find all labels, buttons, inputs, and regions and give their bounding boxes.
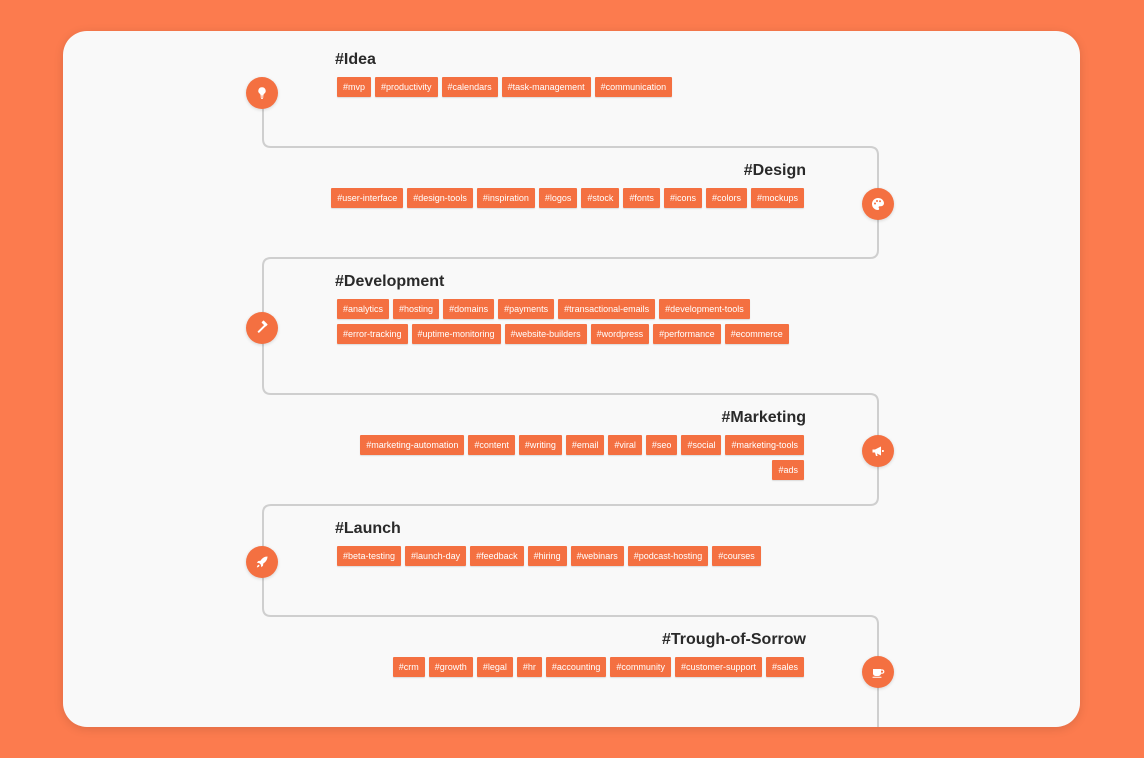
section-marketing: #Marketing #marketing-automation#content… (326, 408, 806, 485)
tag-list-development: #analytics#hosting#domains#payments#tran… (335, 299, 815, 349)
section-title-development: #Development (335, 273, 445, 290)
tag-error-tracking[interactable]: #error-tracking (337, 324, 408, 344)
tag-transactional-emails[interactable]: #transactional-emails (558, 299, 656, 319)
marketing-node (862, 435, 894, 467)
tag-list-idea: #mvp#productivity#calendars#task-managem… (335, 77, 815, 102)
tag-development-tools[interactable]: #development-tools (659, 299, 750, 319)
tag-crm[interactable]: #crm (392, 657, 425, 677)
tag-wordpress[interactable]: #wordpress (590, 324, 650, 344)
section-launch: #Launch #beta-testing#launch-day#feedbac… (335, 519, 815, 571)
tag-list-marketing: #marketing-automation#content#writing#em… (326, 435, 806, 485)
tag-sales[interactable]: #sales (765, 657, 804, 677)
tag-logos[interactable]: #logos (538, 188, 578, 208)
section-title-design: #Design (743, 162, 806, 179)
section-title-marketing: #Marketing (721, 409, 806, 426)
coffee-cup-icon (872, 669, 885, 678)
tag-content[interactable]: #content (468, 435, 515, 455)
tag-stock[interactable]: #stock (581, 188, 620, 208)
tag-ads[interactable]: #ads (772, 460, 804, 480)
tag-hiring[interactable]: #hiring (527, 546, 567, 566)
tag-marketing-tools[interactable]: #marketing-tools (725, 435, 804, 455)
tag-ecommerce[interactable]: #ecommerce (724, 324, 789, 344)
palette-icon (872, 198, 884, 210)
tag-seo[interactable]: #seo (645, 435, 678, 455)
tag-viral[interactable]: #viral (608, 435, 642, 455)
tag-icons[interactable]: #icons (663, 188, 702, 208)
tag-writing[interactable]: #writing (518, 435, 562, 455)
trough-of-sorrow-node (862, 656, 894, 688)
section-title-idea: #Idea (335, 51, 376, 68)
tag-mvp[interactable]: #mvp (337, 77, 372, 97)
tag-launch-day[interactable]: #launch-day (405, 546, 467, 566)
tag-growth[interactable]: #growth (428, 657, 473, 677)
tag-uptime-monitoring[interactable]: #uptime-monitoring (411, 324, 501, 344)
idea-node (246, 77, 278, 109)
rocket-icon (256, 556, 268, 568)
tag-podcast-hosting[interactable]: #podcast-hosting (627, 546, 709, 566)
tag-mockups[interactable]: #mockups (750, 188, 804, 208)
tag-domains[interactable]: #domains (443, 299, 495, 319)
tag-analytics[interactable]: #analytics (337, 299, 390, 319)
launch-node (246, 546, 278, 578)
megaphone-icon (872, 446, 884, 456)
tag-performance[interactable]: #performance (653, 324, 721, 344)
tag-social[interactable]: #social (681, 435, 722, 455)
tag-fonts[interactable]: #fonts (623, 188, 660, 208)
tag-task-management[interactable]: #task-management (501, 77, 591, 97)
section-idea: #Idea #mvp#productivity#calendars#task-m… (335, 50, 815, 102)
tag-community[interactable]: #community (610, 657, 671, 677)
tag-legal[interactable]: #legal (476, 657, 513, 677)
tag-feedback[interactable]: #feedback (470, 546, 524, 566)
section-design: #Design #user-interface#design-tools#ins… (326, 161, 806, 213)
design-node (862, 188, 894, 220)
section-title-trough-of-sorrow: #Trough-of-Sorrow (662, 631, 806, 648)
tag-list-trough-of-sorrow: #crm#growth#legal#hr#accounting#communit… (326, 657, 806, 682)
tag-list-launch: #beta-testing#launch-day#feedback#hiring… (335, 546, 815, 571)
roadmap-card: #Idea #mvp#productivity#calendars#task-m… (63, 31, 1080, 727)
tag-hr[interactable]: #hr (516, 657, 542, 677)
tag-customer-support[interactable]: #customer-support (674, 657, 762, 677)
tag-calendars[interactable]: #calendars (441, 77, 498, 97)
lightbulb-icon (258, 87, 266, 99)
tag-courses[interactable]: #courses (712, 546, 761, 566)
development-node (246, 312, 278, 344)
tag-colors[interactable]: #colors (705, 188, 747, 208)
tag-design-tools[interactable]: #design-tools (407, 188, 473, 208)
tag-hosting[interactable]: #hosting (393, 299, 440, 319)
section-title-launch: #Launch (335, 520, 401, 537)
tag-list-design: #user-interface#design-tools#inspiration… (326, 188, 806, 213)
tag-email[interactable]: #email (565, 435, 605, 455)
tag-marketing-automation[interactable]: #marketing-automation (360, 435, 465, 455)
tag-inspiration[interactable]: #inspiration (476, 188, 535, 208)
tag-payments[interactable]: #payments (498, 299, 555, 319)
tag-webinars[interactable]: #webinars (570, 546, 624, 566)
tag-user-interface[interactable]: #user-interface (331, 188, 404, 208)
tag-website-builders[interactable]: #website-builders (504, 324, 587, 344)
section-trough-of-sorrow: #Trough-of-Sorrow #crm#growth#legal#hr#a… (326, 630, 806, 682)
timeline-connector (262, 91, 879, 727)
tag-communication[interactable]: #communication (594, 77, 673, 97)
section-development: #Development #analytics#hosting#domains#… (335, 272, 815, 349)
tag-productivity[interactable]: #productivity (375, 77, 438, 97)
hammer-icon (257, 320, 268, 333)
tag-accounting[interactable]: #accounting (545, 657, 607, 677)
tag-beta-testing[interactable]: #beta-testing (337, 546, 402, 566)
